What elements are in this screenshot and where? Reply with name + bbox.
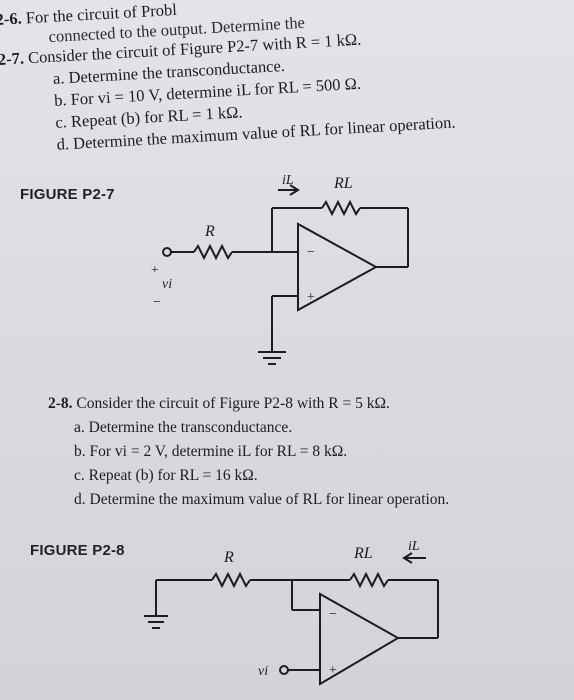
opamp-noninverting-sign: + (306, 290, 315, 305)
problem-2-7-number: 2-7. (0, 48, 25, 69)
resistor-r (193, 243, 233, 261)
resistor-r (211, 571, 251, 589)
resistor-rl (349, 571, 389, 589)
upper-section: 2-6. For the circuit of Probl connected … (0, 0, 573, 170)
input-terminal (162, 247, 172, 257)
opamp (297, 222, 379, 312)
input-minus-sign: − (152, 295, 161, 310)
input-plus-sign: + (150, 263, 159, 278)
problem-2-8-number: 2-8. (48, 395, 73, 412)
current-label: iL (408, 539, 420, 554)
resistor-label: R (204, 223, 215, 240)
figure-p2-8-label: FIGURE P2-8 (30, 542, 125, 559)
resistor-label: R (223, 549, 234, 566)
input-terminal (279, 665, 289, 675)
load-resistor-label: RL (333, 175, 353, 192)
problem-2-8-item-c: c. Repeat (b) for RL = 16 kΩ. (74, 467, 258, 484)
problem-2-8-intro-line: 2-8. Consider the circuit of Figure P2-8… (48, 394, 390, 414)
figure-p2-7-circuit: iL RL R + vi − − + (150, 173, 409, 365)
problem-2-8-item-d: d. Determine the maximum value of RL for… (74, 491, 450, 508)
input-voltage-label: vi (162, 277, 172, 292)
problem-2-8-intro: Consider the circuit of Figure P2-8 with… (76, 395, 390, 412)
figure-p2-8-circuit: iL RL R vi − + (144, 539, 439, 686)
opamp-inverting-sign: − (306, 245, 315, 260)
opamp (319, 592, 401, 686)
load-resistor-label: RL (353, 545, 373, 562)
input-voltage-label: vi (258, 664, 268, 679)
resistor-rl (321, 199, 361, 217)
opamp-noninverting-sign: + (328, 663, 337, 678)
opamp-inverting-sign: − (328, 607, 337, 622)
problem-2-6-number: 2-6. (0, 8, 23, 29)
figure-p2-7-label: FIGURE P2-7 (20, 186, 115, 203)
current-label: iL (282, 173, 294, 188)
problem-2-8-item-a: a. Determine the transconductance. (74, 419, 293, 436)
problem-2-8-item-b: b. For vi = 2 V, determine iL for RL = 8… (74, 443, 348, 460)
